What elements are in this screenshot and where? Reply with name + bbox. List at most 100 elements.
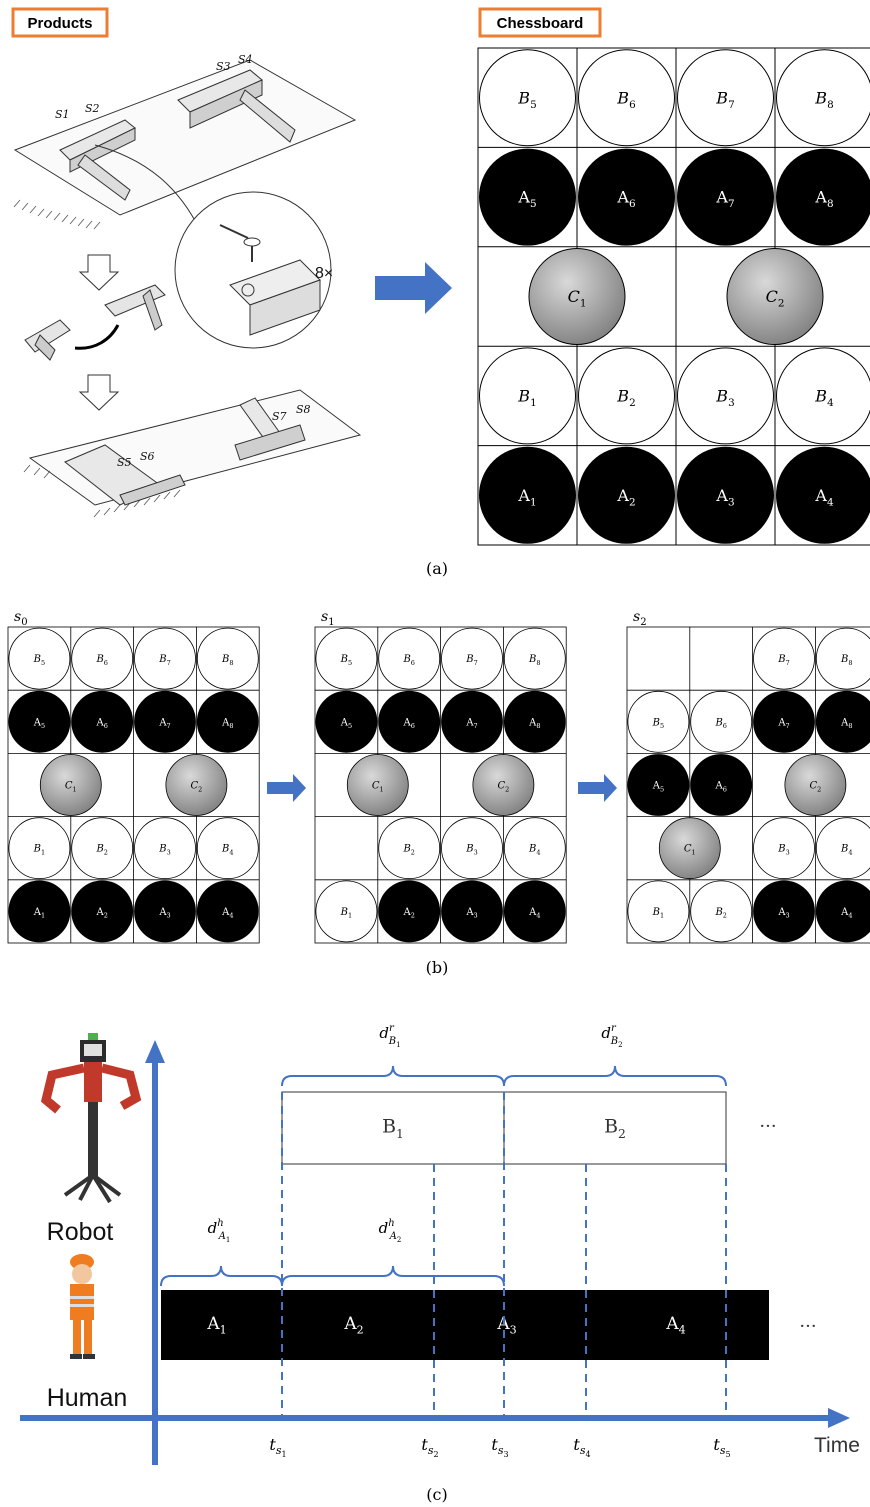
- piece-label: A4: [221, 907, 233, 920]
- station-label: S5: [117, 456, 132, 469]
- piece-label: A3: [777, 907, 789, 920]
- human-task-bar: [161, 1290, 769, 1360]
- fixture-left-bottom: [64, 444, 186, 506]
- piece-label: A2: [403, 907, 415, 920]
- black-piece: [378, 690, 441, 753]
- black-piece: [578, 148, 675, 246]
- white-piece: [479, 49, 576, 147]
- black-piece: [441, 880, 503, 943]
- robot-task-label: B2: [604, 1116, 626, 1141]
- station-label: S2: [85, 102, 100, 115]
- white-piece: [71, 817, 134, 880]
- white-piece: [776, 49, 870, 147]
- piece-label: B3: [465, 844, 478, 857]
- time-boundaries: [281, 1092, 727, 1418]
- station-label: S8: [296, 403, 311, 416]
- right-arrow-icon: [375, 262, 452, 314]
- piece-label: A3: [158, 907, 170, 920]
- piece-label: A5: [33, 717, 45, 730]
- piece-label: A6: [616, 188, 635, 210]
- black-piece: [503, 880, 566, 943]
- piece-label: C2: [810, 781, 822, 794]
- white-piece: [441, 627, 503, 690]
- hatch-top: [13, 199, 101, 230]
- piece-label: A1: [33, 907, 45, 920]
- white-piece: [578, 347, 675, 445]
- black-piece: [441, 690, 503, 753]
- time-mark-label: ts2: [421, 1435, 438, 1459]
- white-piece: [8, 627, 71, 690]
- gray-piece: [472, 754, 535, 816]
- robot-icon: [40, 1033, 142, 1204]
- piece-label: A3: [465, 907, 477, 920]
- piece-label: A5: [517, 188, 536, 210]
- piece-label: B8: [814, 88, 833, 110]
- products-label: Products: [27, 15, 92, 32]
- human-icon: [70, 1254, 95, 1359]
- white-piece: [776, 347, 870, 445]
- piece-label: B1: [340, 907, 353, 920]
- time-mark-label: ts1: [269, 1435, 286, 1459]
- state-label: s2: [633, 609, 647, 628]
- white-piece: [315, 627, 378, 690]
- black-piece: [677, 446, 774, 544]
- piece-label: B5: [340, 654, 353, 667]
- piece-label: B6: [95, 654, 108, 667]
- time-mark-label: ts3: [491, 1435, 508, 1459]
- black-piece: [378, 880, 441, 943]
- black-piece: [753, 880, 815, 943]
- flip-parts: [24, 284, 166, 361]
- duration-braces: [160, 1065, 727, 1287]
- white-piece: [8, 817, 71, 880]
- x-axis-arrow-icon: [828, 1408, 850, 1428]
- station-label: S6: [140, 450, 155, 463]
- piece-label: B8: [221, 654, 234, 667]
- piece-label: A1: [517, 486, 536, 508]
- station-label: S7: [272, 410, 287, 423]
- white-piece: [378, 817, 441, 880]
- right-arrow-icon: [578, 774, 617, 802]
- brace-human-1: [160, 1265, 283, 1287]
- down-arrow-icon: [78, 374, 120, 411]
- white-piece: [677, 347, 774, 445]
- white-piece: [315, 880, 378, 943]
- piece-label: B6: [714, 717, 727, 730]
- black-piece: [776, 446, 870, 544]
- piece-label: A7: [158, 717, 170, 730]
- piece-label: B5: [652, 717, 665, 730]
- black-piece: [815, 690, 870, 753]
- white-piece: [753, 627, 815, 690]
- white-piece: [578, 49, 675, 147]
- gray-piece: [658, 817, 721, 880]
- white-piece: [134, 627, 196, 690]
- white-piece: [503, 817, 566, 880]
- white-piece: [690, 880, 753, 943]
- black-piece: [578, 446, 675, 544]
- black-piece: [776, 148, 870, 246]
- white-piece: [196, 817, 259, 880]
- black-piece: [479, 446, 576, 544]
- products-tag: Products: [11, 7, 109, 38]
- time-mark-label: ts5: [713, 1435, 730, 1459]
- chessboard-tag: Chessboard: [478, 7, 602, 38]
- piece-label: A4: [840, 907, 852, 920]
- black-piece: [134, 880, 196, 943]
- black-piece: [753, 690, 815, 753]
- piece-label: C1: [372, 781, 384, 794]
- piece-label: C1: [65, 781, 77, 794]
- white-piece: [441, 817, 503, 880]
- piece-label: A4: [528, 907, 540, 920]
- piece-label: B6: [402, 654, 415, 667]
- black-piece: [479, 148, 576, 246]
- white-piece: [815, 627, 870, 690]
- chessboard-label: Chessboard: [497, 15, 584, 32]
- piece-label: A6: [403, 717, 415, 730]
- piece-label: B3: [715, 387, 734, 409]
- piece-label: A7: [465, 717, 477, 730]
